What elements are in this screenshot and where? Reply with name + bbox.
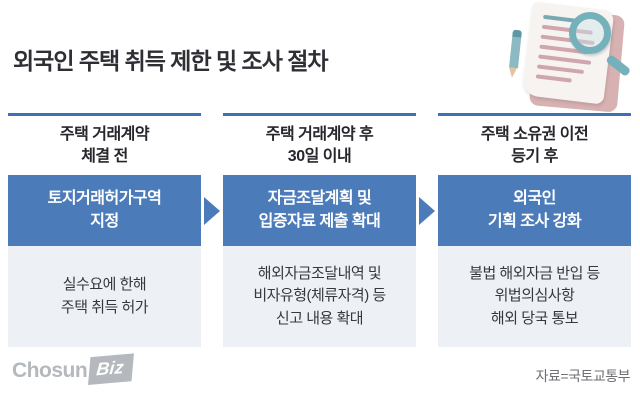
column-top-rule — [8, 113, 201, 116]
doc-line — [538, 54, 592, 65]
measure-box: 토지거래허가구역 지정 — [8, 175, 201, 246]
page-title: 외국인 주택 취득 제한 및 조사 절차 — [13, 48, 329, 74]
chosunbiz-logo: Chosun Biz — [12, 353, 135, 385]
measure-box: 외국인 기획 조사 강화 — [438, 175, 631, 246]
stage-label: 주택 거래계약 체결 전 — [59, 125, 150, 165]
doc-line — [536, 64, 584, 75]
right-arrow-icon — [204, 197, 220, 225]
stage-label: 주택 소유권 이전 등기 후 — [480, 125, 589, 165]
document-illustration — [503, 1, 635, 113]
pencil-tip — [507, 67, 517, 79]
logo-text-biz: Biz — [88, 353, 135, 385]
logo-text-chosun: Chosun — [12, 359, 88, 382]
process-columns: 주택 거래계약 체결 전 토지거래허가구역 지정 실수요에 한해 주택 취득 허… — [8, 113, 631, 347]
detail-box: 해외자금조달내역 및 비자유형(체류자격) 등 신고 내용 확대 — [223, 246, 416, 347]
pencil-icon — [507, 29, 522, 79]
column-top-rule — [438, 113, 631, 116]
detail-box: 불법 해외자금 반입 등 위법의심사항 해외 당국 통보 — [438, 246, 631, 347]
stage-column-1: 주택 거래계약 체결 전 토지거래허가구역 지정 실수요에 한해 주택 취득 허… — [8, 113, 201, 347]
stage-label: 주택 거래계약 후 30일 이내 — [265, 125, 374, 165]
column-top-rule — [223, 113, 416, 116]
stage-column-3: 주택 소유권 이전 등기 후 외국인 기획 조사 강화 불법 해외자금 반입 등… — [438, 113, 631, 347]
pencil-band — [512, 29, 522, 38]
magnifier-icon — [569, 12, 632, 78]
doc-line — [535, 74, 572, 83]
measure-box: 자금조달계획 및 입증자료 제출 확대 — [223, 175, 416, 246]
detail-box: 실수요에 한해 주택 취득 허가 — [8, 246, 201, 347]
stage-column-2: 주택 거래계약 후 30일 이내 자금조달계획 및 입증자료 제출 확대 해외자… — [223, 113, 416, 347]
source-credit: 자료=국토교통부 — [535, 368, 631, 384]
right-arrow-icon — [419, 197, 435, 225]
